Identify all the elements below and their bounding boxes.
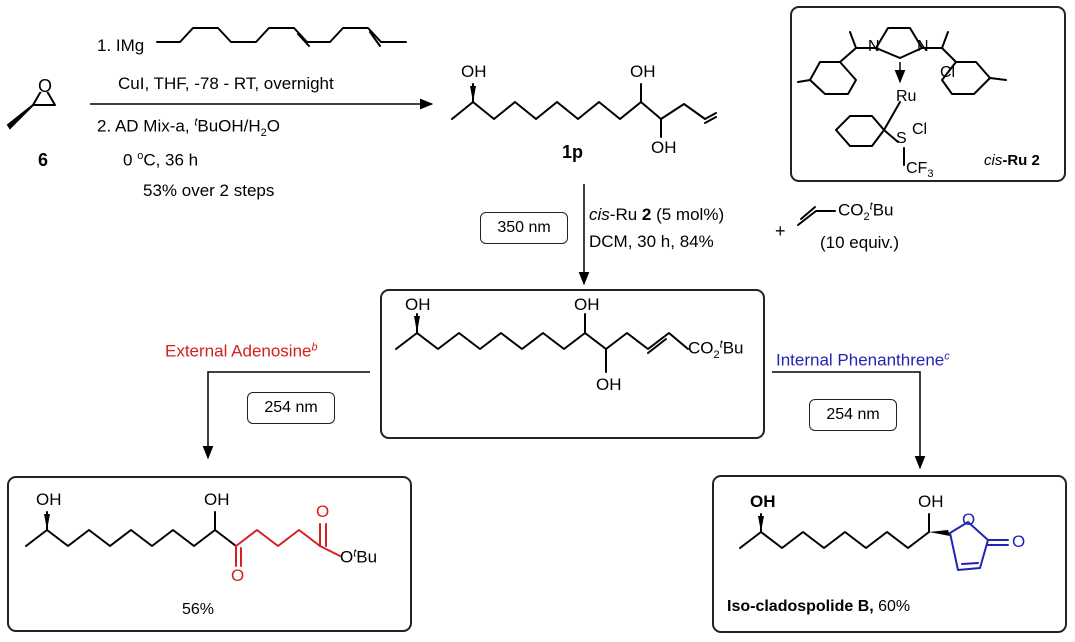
- int-oh-2: OH: [630, 62, 656, 81]
- int-oh-1: OH: [461, 62, 487, 81]
- left-ester-tbu: OtBu: [340, 547, 378, 567]
- cat-ru: Ru: [896, 88, 917, 105]
- center-oh-1: OH: [405, 295, 431, 314]
- wavelength-350-badge: 350 nm: [480, 212, 568, 244]
- compound-6-label: 6: [38, 150, 49, 170]
- right-oh-2: OH: [918, 492, 944, 511]
- left-ester-carbonyl-o: O: [316, 502, 330, 521]
- metathesis-catalyst: cis-Ru 2 (5 mol%): [589, 205, 725, 224]
- catalyst-box: [790, 6, 1066, 182]
- cat-cf3: CF3: [906, 160, 934, 181]
- right-carbonyl-o: O: [1012, 532, 1026, 551]
- center-product-structure: [395, 313, 689, 373]
- epoxide-6-structure: [6, 78, 56, 130]
- center-oh-2: OH: [574, 295, 600, 314]
- wavelength-254-right-badge: 254 nm: [809, 399, 897, 431]
- center-ester: CO2tBu: [688, 338, 744, 362]
- center-product-box: [380, 289, 765, 439]
- center-oh-3: OH: [596, 375, 622, 394]
- left-ketone-o: O: [231, 566, 245, 585]
- step2-temperature: 0 oC, 36 h: [123, 150, 199, 170]
- left-oh-2: OH: [204, 490, 230, 509]
- wavelength-254-left-badge: 254 nm: [247, 392, 335, 424]
- left-product-box: [7, 476, 412, 632]
- right-oh-1: OH: [750, 492, 776, 511]
- step1-reagent: 1. IMg: [97, 36, 145, 55]
- right-product-name: Iso-cladospolide B, 60%: [727, 598, 911, 615]
- cat-n1: N: [868, 38, 880, 55]
- metathesis-conditions: DCM, 30 h, 84%: [589, 232, 714, 251]
- left-product-structure: [25, 511, 341, 567]
- int-oh-3: OH: [651, 138, 677, 157]
- right-ring-o: O: [962, 510, 976, 529]
- compound-1p-label: 1p: [562, 142, 584, 162]
- step1-conditions: CuI, THF, -78 - RT, overnight: [118, 74, 334, 93]
- right-path-label: Internal Phenanthrenec: [776, 350, 950, 370]
- right-product-structure: [739, 513, 1009, 571]
- intermediate-1p-structure: [451, 83, 717, 138]
- left-path-arrow: [202, 371, 370, 460]
- plus-sign: +: [775, 221, 786, 241]
- left-path-label: External Adenosineb: [165, 341, 318, 361]
- cat-cl1: Cl: [940, 64, 956, 81]
- step2-reagent: 2. AD Mix-a, tBuOH/H2O: [97, 116, 281, 140]
- right-path-arrow: [772, 371, 926, 470]
- cat-n2: N: [917, 38, 929, 55]
- left-oh-1: OH: [36, 490, 62, 509]
- left-product-yield: 56%: [182, 601, 215, 618]
- step2-yield: 53% over 2 steps: [143, 181, 275, 200]
- catalyst-structure: [797, 27, 1007, 166]
- cat-cl2: Cl: [912, 121, 928, 138]
- right-product-box: [712, 475, 1067, 633]
- cat-s: S: [896, 130, 907, 147]
- acrylate-equiv: (10 equiv.): [820, 233, 900, 252]
- acrylate-ester: CO2tBu: [838, 200, 894, 224]
- catalyst-label: cis-Ru 2: [984, 152, 1040, 169]
- epoxide-oxygen: O: [38, 76, 53, 96]
